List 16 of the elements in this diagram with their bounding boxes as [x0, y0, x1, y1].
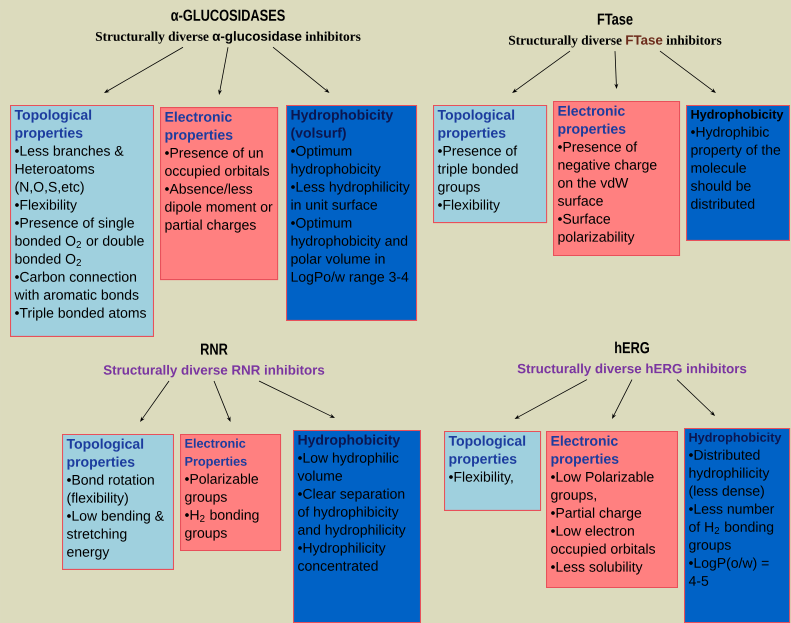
- property-box: Hydrophobicity •Hydrophibic property of the molecule should be distributed: [686, 105, 790, 241]
- property-box: Electronic properties •Presence of un occupied orbitals •Absence/less dipole moment or partial charges: [160, 107, 278, 280]
- property-box: Electronic properties •Presence of negative charge on the vdW surface •Surface polarizability: [553, 101, 680, 256]
- heading-text: α-GLUCOSIDASES Structurally diverse α-glucosidase inhibitors: [96, 10, 360, 44]
- property-box: Topological properties •Flexibility,: [444, 431, 542, 511]
- property-box: Topological properties •Presence of triple bonded groups •Flexibility: [433, 105, 548, 224]
- property-box: Hydrophobicity •Distributed hydrophilicity (less dense) •Less number of H$_{2}$ bonding groups •LogP(o/w) = 4-5: [684, 428, 790, 623]
- property-box: Electronic Properties •Polarizable groups •H$_{2}$ bonding groups: [180, 434, 282, 552]
- property-box: Electronic properties •Low Polarizable groups, •Partial charge •Low electron occupied orbitals •Less solubility: [546, 431, 678, 588]
- property-box: Hydrophobicity (volsurf) •Optimum hydrophobicity •Less hydrophilicity in unit surface •Optimum hydrophobicity and polar volume in LogPo/w range 3-4: [286, 105, 418, 321]
- property-box: Topological properties •Bond rotation (flexibility) •Low bending & stretching energy: [62, 434, 174, 570]
- heading-text: hERG Structurally diverse hERG inhibitors: [518, 342, 746, 376]
- heading-text: RNR Structurally diverse RNR inhibitors: [104, 344, 324, 378]
- property-box: Hydrophobicity •Low hydrophilic volume •Clear separation of hydrophibicity and hydrophilicity •Hydrophilicity concentrated: [293, 430, 421, 623]
- heading-text: FTase Structurally diverse FTase inhibitors: [508, 14, 722, 48]
- property-box: Topological properties •Less branches & Heteroatoms (N,O,S,etc) •Flexibility •Presence of single bonded O$_{2}$ or double bonded O$_{2}$ •Carbon connection with aromatic bonds •Triple bonded atoms: [10, 105, 154, 337]
